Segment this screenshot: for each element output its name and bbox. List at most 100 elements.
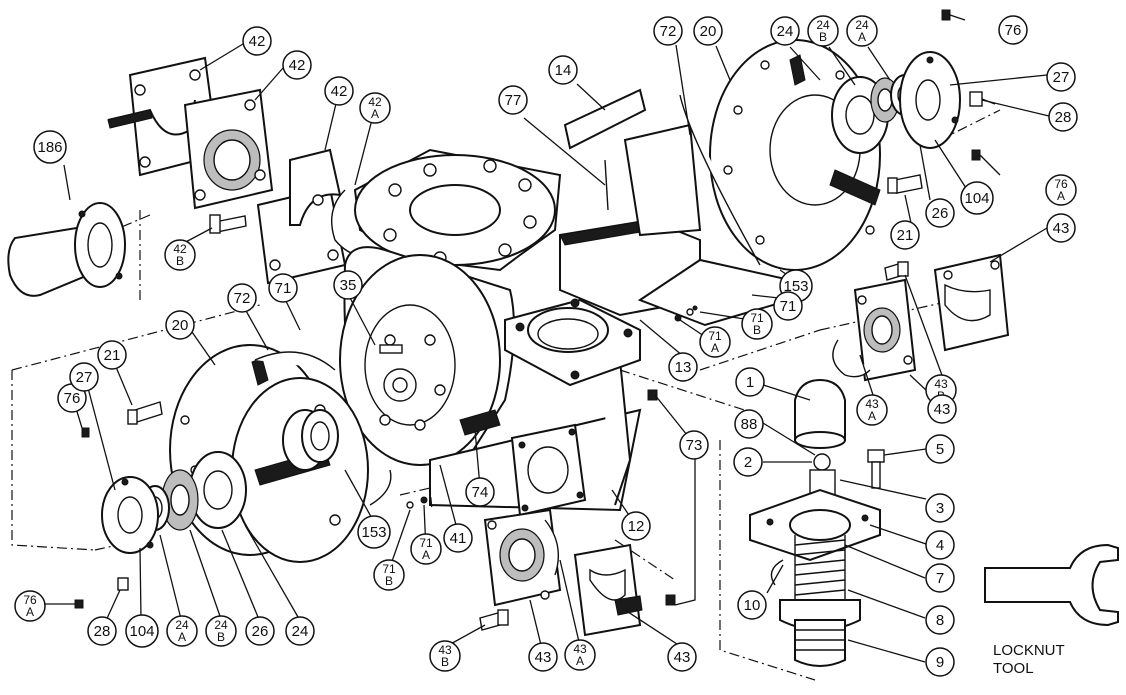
- callout-circle: [927, 394, 957, 424]
- locknut-tool-label-line1: LOCKNUT: [993, 642, 1065, 659]
- callout-76b: 76: [998, 15, 1028, 45]
- gland-half-42-right: [256, 148, 347, 285]
- callout-label: 43: [1053, 220, 1070, 237]
- callout-88: 88: [734, 409, 764, 439]
- callout-71Bb: 71B: [741, 308, 773, 340]
- bolt-21-left: [127, 401, 163, 425]
- callout-20a: 20: [165, 310, 195, 340]
- callout-circle: [925, 605, 955, 635]
- callout-circle: [443, 523, 473, 553]
- callout-label: 71: [419, 536, 433, 550]
- callout-circle: [165, 310, 195, 340]
- bolt-28-right: [969, 91, 996, 107]
- callout-circle: [925, 530, 955, 560]
- callout-72b: 72: [653, 16, 683, 46]
- callout-label: 74: [472, 484, 489, 501]
- callout-label: 24: [777, 23, 794, 40]
- bolt-43B-bottom: [479, 609, 509, 631]
- callout-circle: [621, 511, 651, 541]
- callout-label: A: [371, 107, 379, 121]
- callout-13: 13: [668, 352, 698, 382]
- callout-circle: [166, 615, 198, 647]
- callout-label: 2: [744, 454, 752, 471]
- callout-circle: [282, 50, 312, 80]
- callout-circle: [734, 409, 764, 439]
- callout-label: 42: [289, 57, 306, 74]
- callout-circle: [373, 559, 405, 591]
- callout-circle: [737, 590, 767, 620]
- callout-2: 2: [733, 447, 763, 477]
- callout-71Ab: 71A: [699, 326, 731, 358]
- centerlines: [11, 109, 1001, 681]
- callout-43d: 43: [667, 642, 697, 672]
- callout-label: 21: [897, 227, 914, 244]
- callout-104b: 104: [960, 181, 994, 215]
- callout-circle: [1046, 213, 1076, 243]
- callout-circle: [807, 15, 839, 47]
- plug-76A-left: [74, 599, 84, 609]
- callout-label: A: [26, 605, 34, 619]
- screws-71-left: [399, 487, 433, 511]
- callout-label: B: [217, 630, 225, 644]
- ring-43A-right: [832, 339, 871, 378]
- callout-label: 1: [746, 374, 754, 391]
- callout-label: 14: [555, 62, 572, 79]
- callout-label: 21: [104, 347, 121, 364]
- callout-circle: [359, 92, 391, 124]
- callout-71b: 71: [773, 291, 803, 321]
- bolt-28-left: [117, 577, 129, 591]
- bolt-21-right: [887, 174, 923, 194]
- relief-valve-assembly: [749, 378, 881, 667]
- callout-43Bb: 43B: [429, 640, 461, 672]
- callout-label: 153: [783, 278, 808, 295]
- callout-label: 43: [573, 642, 587, 656]
- callout-label: 28: [1055, 109, 1072, 126]
- rotor-assembly: [559, 123, 791, 327]
- callout-186: 186: [33, 130, 67, 164]
- locknut-tool: [984, 543, 1119, 627]
- callout-circle: [324, 76, 354, 106]
- callout-label: 41: [450, 530, 467, 547]
- callout-label: 42: [173, 242, 187, 256]
- callout-42B: 42B: [164, 239, 196, 271]
- lockwasher-24B-left: [161, 469, 199, 531]
- callout-label: 7: [936, 570, 944, 587]
- callout-label: A: [1057, 189, 1065, 203]
- callout-24b: 24: [770, 16, 800, 46]
- callout-4: 4: [925, 530, 955, 560]
- callout-76Ab: 76A: [1045, 174, 1077, 206]
- end-cover-27-left: [101, 476, 159, 554]
- callout-label: 42: [249, 33, 266, 50]
- locknut-tool-label: LOCKNUT TOOL: [993, 642, 1065, 678]
- callout-43Ab: 43A: [564, 639, 596, 671]
- callout-label: 43: [934, 401, 951, 418]
- callout-circle: [1045, 174, 1077, 206]
- callout-label: 28: [94, 623, 111, 640]
- callout-circle: [667, 642, 697, 672]
- callout-21b: 21: [890, 220, 920, 250]
- callout-circle: [770, 16, 800, 46]
- callout-circle: [699, 326, 731, 358]
- mech-seal-153-left: [282, 409, 339, 471]
- leader-lines: [40, 43, 1050, 663]
- callout-label: 76: [1054, 177, 1068, 191]
- callout-circle: [410, 533, 442, 565]
- callout-circle: [925, 198, 955, 228]
- callout-label: 104: [964, 190, 989, 207]
- callout-label: 9: [936, 654, 944, 671]
- callout-circle: [668, 352, 698, 382]
- callout-circle: [69, 362, 99, 392]
- callout-circle: [679, 430, 709, 460]
- callout-71a: 71: [268, 273, 298, 303]
- callout-circle: [856, 394, 888, 426]
- callout-27b: 27: [1046, 62, 1076, 92]
- callout-label: 71: [275, 280, 292, 297]
- callout-72a: 72: [227, 283, 257, 313]
- callout-42A: 42A: [359, 92, 391, 124]
- callout-circle: [242, 26, 272, 56]
- callout-74: 74: [465, 477, 495, 507]
- callout-circle: [245, 616, 275, 646]
- callout-26a: 26: [245, 616, 275, 646]
- plug-73-top: [647, 389, 658, 401]
- callout-circle: [925, 434, 955, 464]
